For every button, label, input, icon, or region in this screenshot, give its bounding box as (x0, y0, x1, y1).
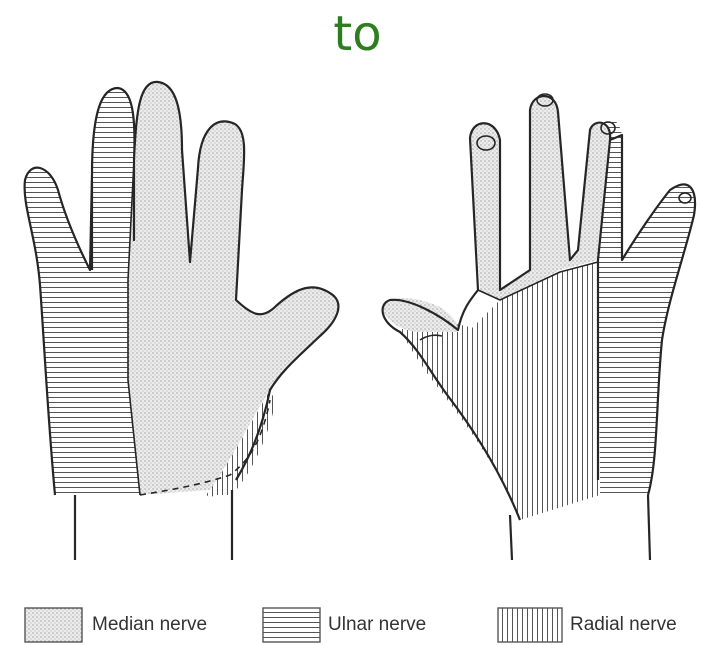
median-swatch (25, 608, 82, 642)
palm-ulnar-region (25, 88, 140, 495)
legend-label-median: Median nerve (92, 614, 207, 636)
radial-swatch (498, 608, 562, 642)
dorsal-ulnar-region (598, 119, 695, 495)
palmar-hand (25, 82, 339, 560)
dorsal-hand (382, 94, 695, 560)
legend-label-ulnar: Ulnar nerve (328, 614, 426, 636)
ulnar-swatch (263, 608, 320, 642)
legend-label-radial: Radial nerve (570, 614, 677, 636)
